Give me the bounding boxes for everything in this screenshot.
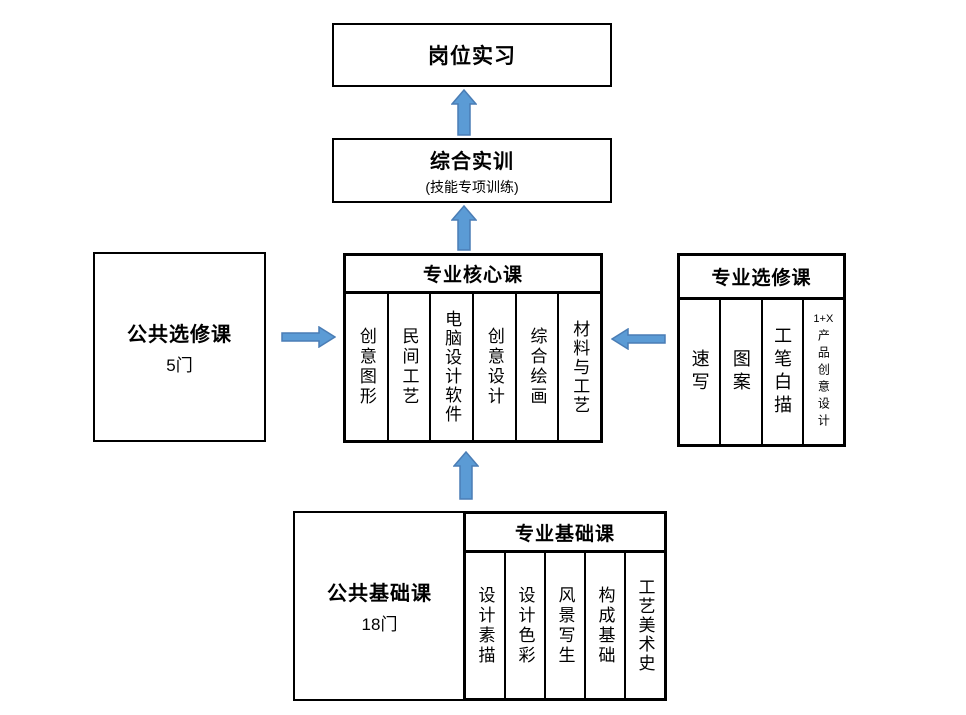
arrow-right-public-elective-to-core-icon (281, 326, 336, 348)
public-basic-count: 18门 (361, 615, 398, 634)
public-elective-count: 5门 (166, 356, 193, 375)
public-elective-box: 公共选修课 5门 (93, 252, 266, 442)
pro-basic-label: 设计素描 (475, 585, 495, 666)
core-courses-box: 专业核心课 创意图形 民间工艺 电脑设计软件 创意设计 综合绘画 材料与工艺 (343, 253, 603, 443)
pro-basic-label: 工艺美术史 (635, 578, 655, 673)
core-course-label: 创意图形 (356, 327, 376, 407)
arrow-up-core-to-training-icon (451, 205, 477, 251)
arrow-left-pro-elective-to-core-icon (611, 328, 666, 350)
pro-basic-box: 专业基础课 设计素描 设计色彩 风景写生 构成基础 工艺美术史 (463, 511, 667, 701)
pro-elective-1x-label: 产品创意设计 (816, 329, 831, 431)
core-course-label: 创意设计 (484, 327, 504, 407)
core-course-label: 综合绘画 (527, 327, 547, 407)
pro-basic-label: 设计色彩 (515, 585, 535, 666)
pro-basic-cell: 构成基础 (584, 553, 624, 698)
core-course-cell: 创意设计 (472, 294, 515, 440)
pro-basic-label: 风景写生 (555, 585, 575, 666)
arrow-up-training-to-internship-icon (451, 89, 477, 136)
pro-basic-cell: 设计素描 (466, 553, 504, 698)
pro-basic-title: 专业基础课 (466, 514, 664, 553)
pro-elective-label: 速写 (689, 349, 710, 395)
pro-basic-cell: 设计色彩 (504, 553, 544, 698)
pro-basic-label: 构成基础 (595, 585, 615, 666)
core-courses-columns: 创意图形 民间工艺 电脑设计软件 创意设计 综合绘画 材料与工艺 (346, 294, 600, 440)
training-box: 综合实训 (技能专项训练) (332, 138, 612, 203)
pro-basic-cell: 工艺美术史 (624, 553, 664, 698)
core-course-cell: 民间工艺 (386, 294, 430, 440)
core-course-cell: 综合绘画 (514, 294, 558, 440)
training-title: 综合实训 (430, 150, 514, 173)
training-subtitle: (技能专项训练) (425, 178, 519, 195)
core-courses-title: 专业核心课 (346, 256, 600, 294)
pro-elective-title: 专业选修课 (680, 256, 843, 300)
pro-elective-label: 图案 (730, 349, 751, 395)
pro-elective-columns: 速写 图案 工笔白描 1+X 产品创意设计 (680, 300, 843, 444)
pro-basic-cell: 风景写生 (544, 553, 584, 698)
pro-elective-box: 专业选修课 速写 图案 工笔白描 1+X 产品创意设计 (677, 253, 846, 447)
arrow-up-basic-to-core-icon (453, 451, 479, 500)
public-basic-title: 公共基础课 (327, 583, 432, 605)
pro-elective-cell-1x: 1+X 产品创意设计 (801, 300, 843, 444)
pro-elective-cell: 工笔白描 (760, 300, 802, 444)
pro-basic-columns: 设计素描 设计色彩 风景写生 构成基础 工艺美术史 (466, 553, 664, 698)
pro-elective-1x-prefix: 1+X (813, 313, 834, 325)
public-basic-box: 公共基础课 18门 (293, 511, 466, 701)
pro-elective-cell: 图案 (719, 300, 760, 444)
pro-elective-cell: 速写 (680, 300, 719, 444)
core-course-label: 民间工艺 (399, 327, 419, 407)
pro-elective-label: 工笔白描 (772, 326, 793, 418)
core-course-cell: 创意图形 (346, 294, 387, 440)
internship-title: 岗位实习 (428, 45, 516, 68)
core-course-cell: 材料与工艺 (557, 294, 600, 440)
internship-box: 岗位实习 (332, 23, 612, 87)
public-elective-title: 公共选修课 (127, 324, 232, 346)
core-course-cell: 电脑设计软件 (429, 294, 472, 440)
core-course-label: 电脑设计软件 (442, 310, 462, 424)
core-course-label: 材料与工艺 (570, 319, 590, 415)
